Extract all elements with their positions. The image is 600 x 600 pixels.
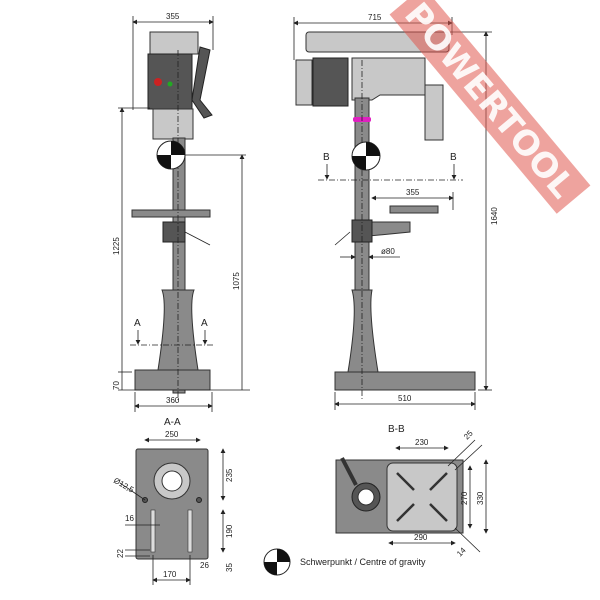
side-base-width-dim: 510 [398,394,412,403]
side-total-height-dim: 1640 [490,207,499,225]
hole-diameter-dim: Ø12,5 [112,476,136,495]
centre-of-gravity-symbol-icon [263,548,291,576]
column-diameter-dim: ø80 [381,247,395,256]
side-view: 715 1640 355 ø80 510 B B [293,13,499,410]
side-centre-of-gravity-icon [351,141,381,171]
front-head-cover [149,31,199,55]
section-mark-b-left: B [323,152,330,163]
front-base-width-dim: 360 [166,396,180,405]
stop-button-icon [154,78,162,86]
table-clamp-lever [340,457,358,486]
slot-left [150,509,156,553]
legend: Schwerpunkt / Centre of gravity [263,548,426,576]
front-view: 355 1225 1075 70 360 A A [112,12,250,412]
column-bore [161,470,183,492]
slot-spacing-dim: 170 [163,570,177,579]
section-b-b: B-B 230 25 270 330 290 14 [335,424,489,558]
side-pulley-guard [295,59,313,106]
side-base [334,371,476,391]
section-a-upper-height-dim: 235 [225,468,234,482]
slot-offset-dim: 22 [116,549,125,558]
front-base [134,369,211,391]
section-mark-a-left: A [134,318,141,329]
slot-width-dim: 16 [125,514,134,523]
corner-top-dim: 25 [462,428,475,441]
side-width-dim: 715 [368,13,382,22]
section-a-bottom-dim: 35 [225,563,234,572]
side-head-body [351,57,426,101]
start-button-icon [167,81,173,87]
slot-right [187,509,193,553]
front-height-dim: 1225 [112,237,121,255]
front-width-dim: 355 [166,12,180,21]
watermark-text: POWERTOOL [396,0,582,206]
side-table [389,205,439,214]
slot-edge-dim: 26 [200,561,209,570]
section-mark-b-right: B [450,152,457,163]
section-b-title: B-B [388,424,405,435]
side-column-base-cone [347,289,379,373]
inner-height-dim: 270 [460,491,469,505]
section-a-title: A-A [164,417,181,428]
front-table-bracket [162,221,186,243]
table-top-width-dim: 230 [415,438,429,447]
front-centre-of-gravity-icon [156,140,186,170]
section-a-slot-height-dim: 190 [225,524,234,538]
side-spindle [424,84,444,141]
table-reach-dim: 355 [406,188,420,197]
section-a-width-dim: 250 [165,430,179,439]
feed-handle [191,46,213,119]
front-cog-height-dim: 1075 [232,272,241,290]
corner-bottom-dim: 14 [455,545,468,558]
front-base-height-dim: 70 [112,381,121,390]
table-bottom-width-dim: 290 [414,533,428,542]
outer-height-dim: 330 [476,491,485,505]
side-table-arm [368,221,411,237]
section-mark-a-right: A [201,318,208,329]
side-motor [312,57,349,107]
table-slots [396,472,448,522]
front-spindle-housing [152,108,194,140]
front-table [131,209,211,218]
legend-label: Schwerpunkt / Centre of gravity [300,557,426,567]
section-a-a: A-A 250 235 190 35 Ø12,5 16 22 170 26 [112,417,234,585]
